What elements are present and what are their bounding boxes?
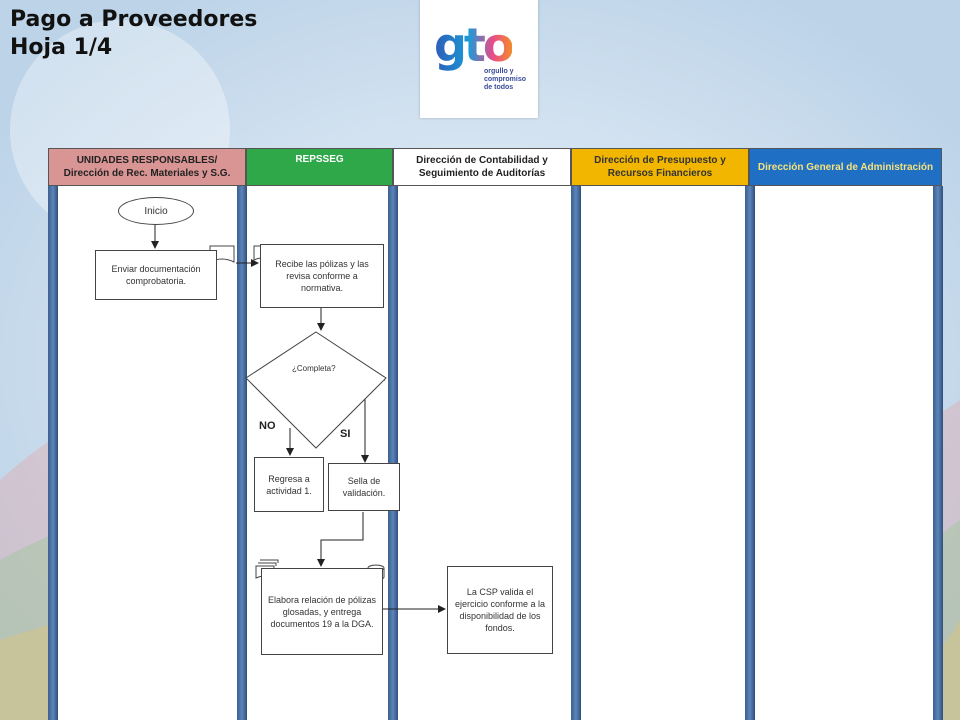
decision-label: ¿Completa? xyxy=(292,364,336,373)
lane-divider-6 xyxy=(933,186,943,720)
gto-logo: gto orgullo y compromiso de todos xyxy=(420,0,538,118)
lane-header-dga: Dirección General de Administración xyxy=(749,148,942,186)
logo-wordmark: gto xyxy=(434,22,515,68)
branch-si-label: SI xyxy=(340,428,351,440)
lane-header-contabilidad-label: Dirección de Contabilidad y Seguimiento … xyxy=(416,155,548,179)
logo-word: gto xyxy=(434,18,515,72)
edge-sella-elabora xyxy=(317,512,364,567)
process-regresa: Regresa a actividad 1. xyxy=(254,457,324,512)
process-sella: Sella de validación. xyxy=(328,463,400,511)
process-elabora: Elabora relación de pólizas glosadas, y … xyxy=(261,568,383,655)
process-csp-label: La CSP valida el ejercicio conforme a la… xyxy=(454,587,546,633)
lane-header-contabilidad: Dirección de Contabilidad y Seguimiento … xyxy=(393,148,571,186)
lane-divider-3 xyxy=(388,186,398,720)
lane-divider-5 xyxy=(745,186,755,720)
title-line-2: Hoja 1/4 xyxy=(10,35,113,60)
process-enviar: Enviar documentación comprobatoria. xyxy=(95,250,217,300)
logo-tagline: orgullo y compromiso de todos xyxy=(484,68,540,92)
process-csp: La CSP valida el ejercicio conforme a la… xyxy=(447,566,553,654)
start-node: Inicio xyxy=(118,197,194,225)
lane-body-5 xyxy=(749,186,942,720)
page-title: Pago a Proveedores Hoja 1/4 xyxy=(10,6,257,62)
process-regresa-label: Regresa a actividad 1. xyxy=(266,473,312,496)
lane-header-repsseg-label: REPSSEG xyxy=(295,154,344,165)
process-recibe: Recibe las pólizas y las revisa conforme… xyxy=(260,244,384,308)
logo-tag-2: compromiso xyxy=(484,76,527,83)
logo-tag-3: de todos xyxy=(484,84,514,91)
lane-header-unidades-label: UNIDADES RESPONSABLES/ Dirección de Rec.… xyxy=(63,155,231,179)
title-line-1: Pago a Proveedores xyxy=(10,7,258,32)
lane-divider-2 xyxy=(237,186,247,720)
lane-header-unidades: UNIDADES RESPONSABLES/ Dirección de Rec.… xyxy=(48,148,246,186)
lane-header-presupuesto: Dirección de Presupuesto y Recursos Fina… xyxy=(571,148,749,186)
lane-header-repsseg: REPSSEG xyxy=(246,148,393,186)
process-recibe-label: Recibe las pólizas y las revisa conforme… xyxy=(275,259,369,293)
process-enviar-label: Enviar documentación comprobatoria. xyxy=(111,264,201,286)
process-elabora-label: Elabora relación de pólizas glosadas, y … xyxy=(267,594,377,629)
lane-divider-4 xyxy=(571,186,581,720)
lane-header-presupuesto-label: Dirección de Presupuesto y Recursos Fina… xyxy=(594,155,726,179)
decision-diamond xyxy=(245,331,387,449)
lane-header-dga-label: Dirección General de Administración xyxy=(757,161,934,173)
branch-no-label: NO xyxy=(259,420,276,432)
lane-body-4 xyxy=(571,186,749,720)
process-sella-label: Sella de validación. xyxy=(342,476,386,498)
lane-divider-1 xyxy=(48,186,58,720)
start-node-label: Inicio xyxy=(144,205,168,217)
logo-tag-1: orgullo y xyxy=(484,68,514,75)
